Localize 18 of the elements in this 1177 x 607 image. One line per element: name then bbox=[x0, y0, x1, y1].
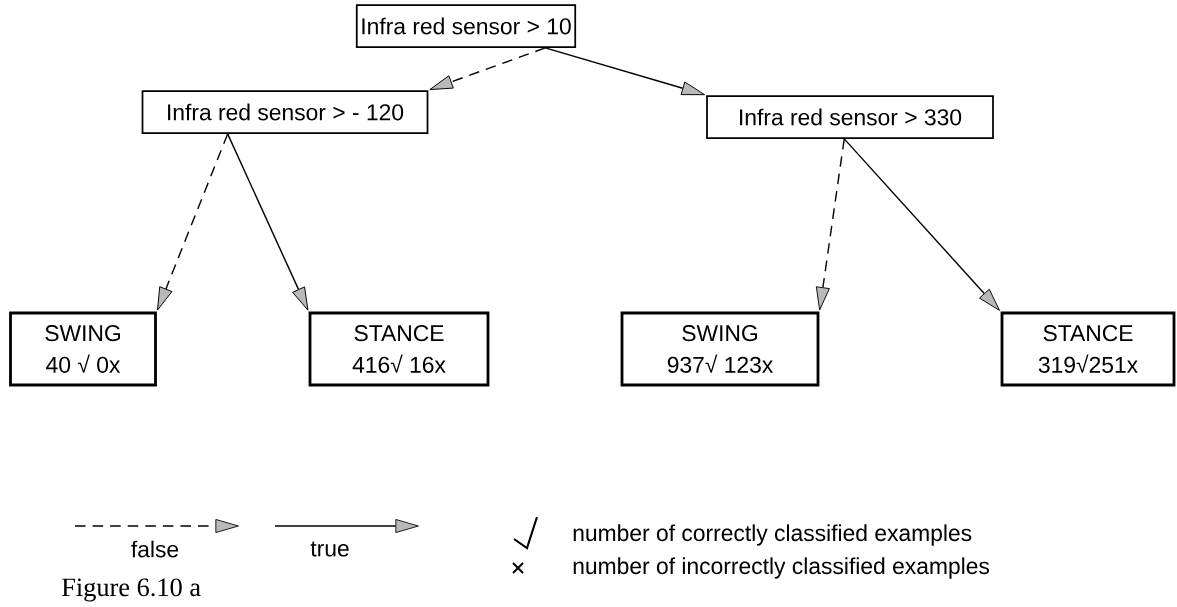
decision-box: Infra red sensor > 330 bbox=[706, 95, 994, 139]
arrow bbox=[157, 133, 229, 311]
leaf-box: SWING 40 √ 0x bbox=[9, 311, 157, 387]
arrow bbox=[815, 138, 845, 311]
leaf-box: STANCE 416√ 16x bbox=[308, 311, 490, 387]
decision-box: Infra red sensor > 10 bbox=[355, 4, 577, 48]
arrow bbox=[544, 47, 706, 96]
arrow bbox=[226, 133, 309, 311]
arrow bbox=[429, 47, 546, 91]
legend-label: false bbox=[131, 540, 179, 558]
leaf-box: SWING 937√ 123x bbox=[620, 311, 820, 387]
legend-label: true bbox=[310, 541, 349, 557]
figure-caption: Figure 6.10 a bbox=[62, 578, 201, 602]
arrow bbox=[843, 138, 1000, 311]
decision-box: Infra red sensor > - 120 bbox=[141, 90, 429, 134]
leaf-box: STANCE 319√251x bbox=[1000, 311, 1176, 387]
legend-label: number of correctly classified examples bbox=[573, 524, 972, 546]
legend-label: number of incorrectly classified examples bbox=[573, 557, 990, 579]
